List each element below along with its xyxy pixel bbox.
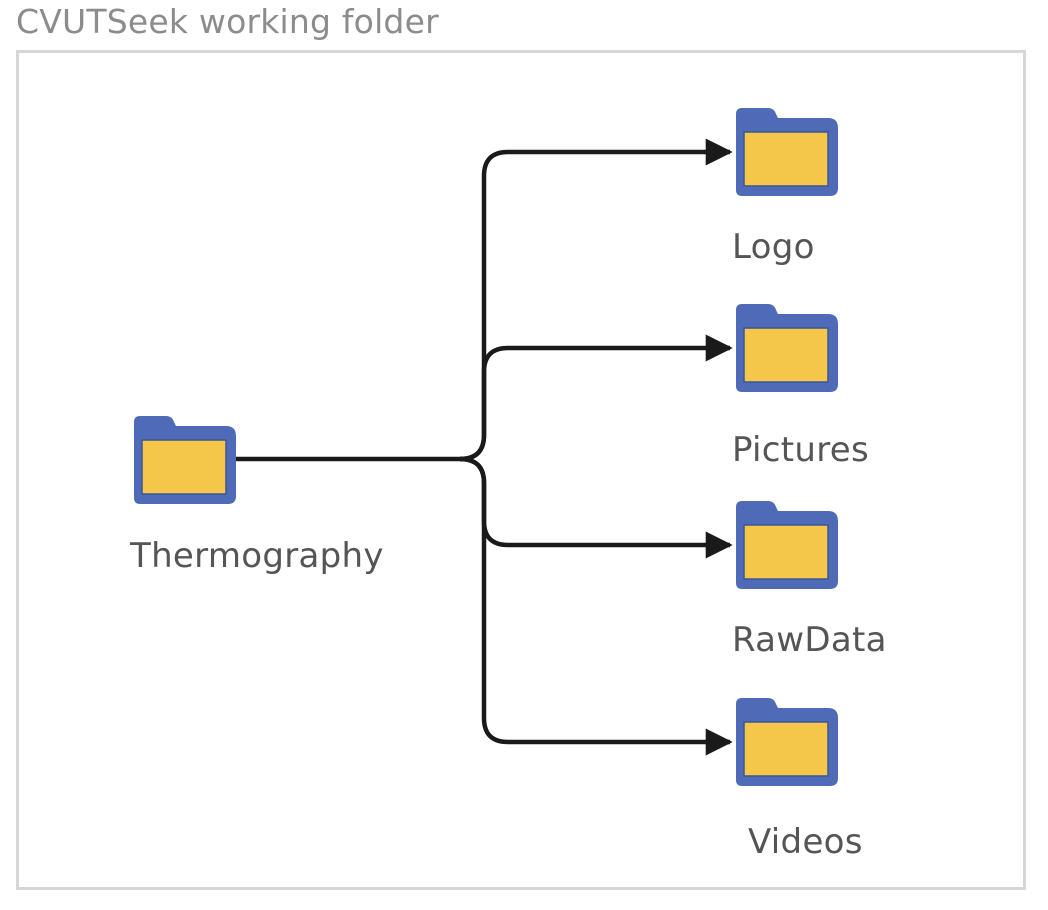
child-folder-label-pictures: Pictures (732, 430, 870, 470)
child-folder-label-rawdata: RawData (732, 620, 887, 660)
connector-to-logo (459, 138, 733, 462)
child-folder-label-videos: Videos (748, 822, 863, 862)
folder-icon[interactable] (728, 694, 846, 790)
folder-icon[interactable] (728, 497, 846, 593)
diagram-frame (16, 50, 1026, 890)
child-folder-label-logo: Logo (732, 227, 815, 267)
connector-to-pictures (459, 334, 733, 462)
folder-icon[interactable] (126, 412, 244, 508)
folder-icon[interactable] (728, 104, 846, 200)
diagram-caption: CVUTSeek working folder (16, 2, 439, 41)
connector-to-videos (459, 456, 733, 756)
folder-icon[interactable] (728, 300, 846, 396)
root-folder-label: Thermography (130, 536, 384, 576)
connector-to-rawdata (459, 456, 733, 559)
